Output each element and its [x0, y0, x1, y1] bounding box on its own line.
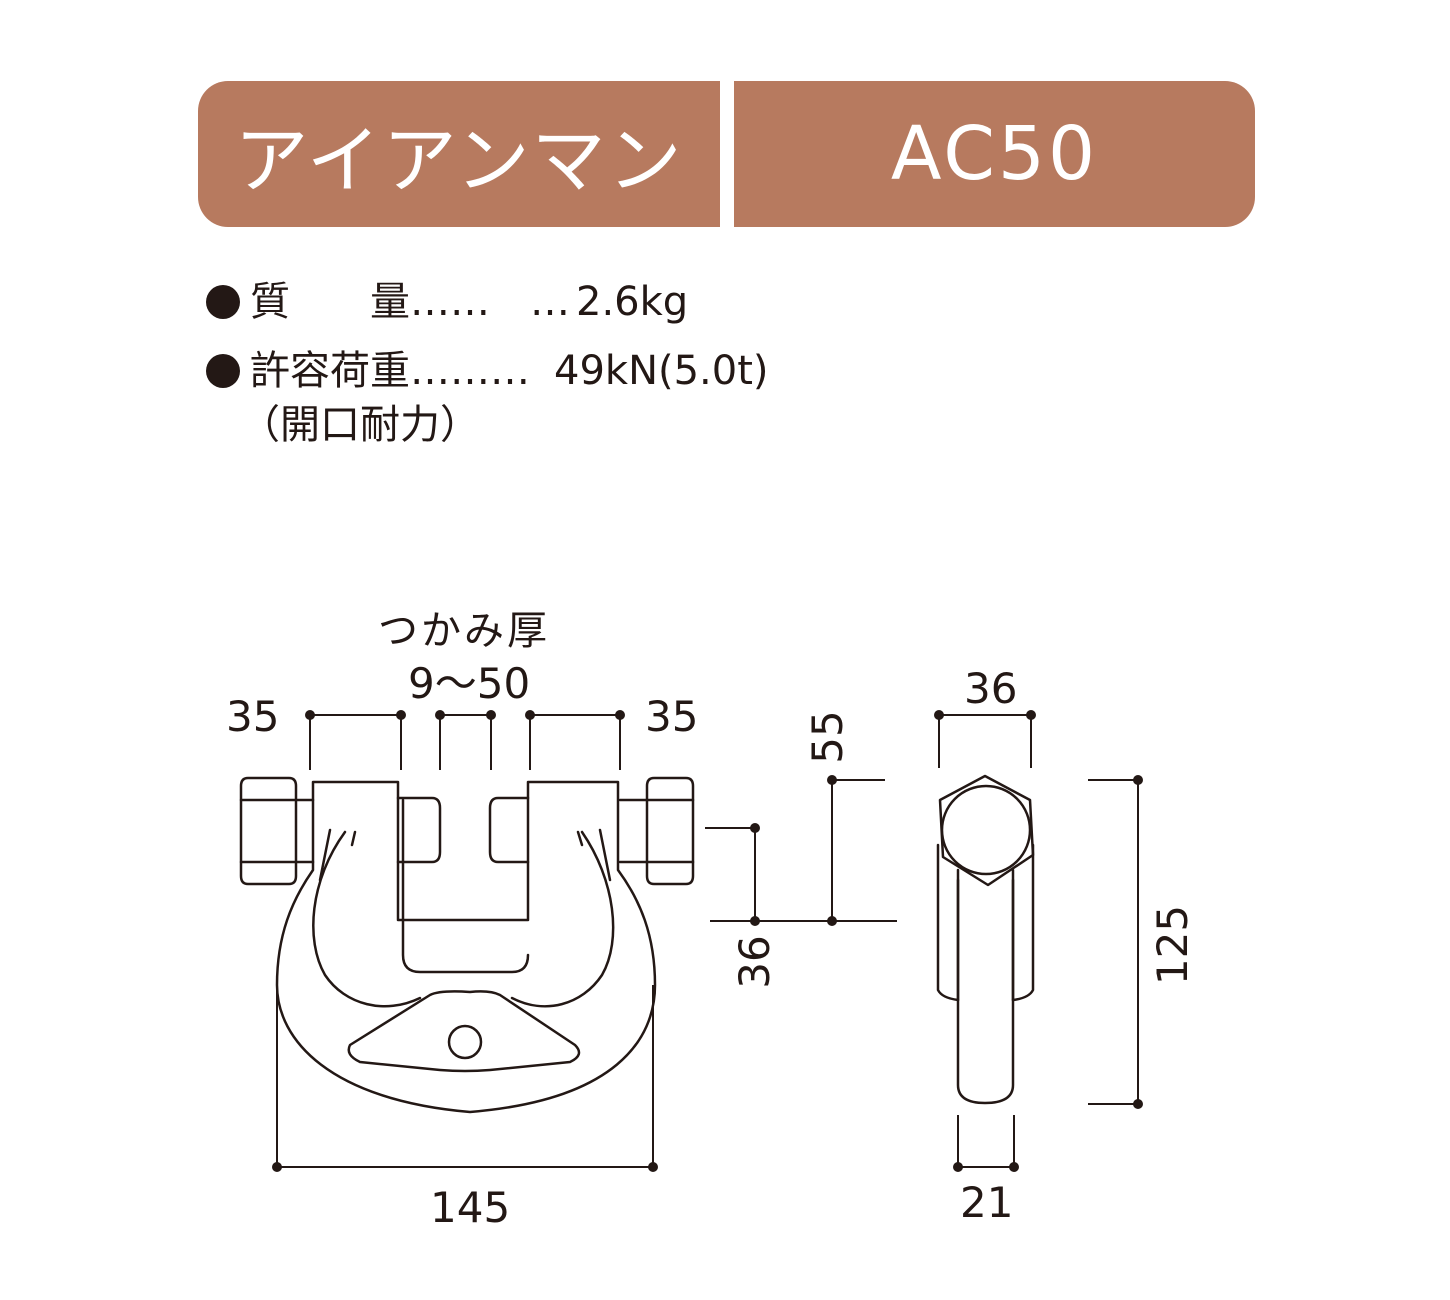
spec-mass-value: 2.6kg — [576, 279, 689, 325]
center-hole — [447, 1024, 483, 1060]
dim-145-label: 145 — [430, 1183, 511, 1232]
bullet-icon — [206, 354, 240, 388]
spec-load: 許容荷重……… 49kN(5.0t) — [206, 351, 769, 391]
spec-load-label: 許容荷重……… — [250, 348, 530, 394]
model-number: AC50 — [890, 111, 1099, 197]
product-name-banner: アイアンマン — [198, 81, 720, 227]
spec-mass: 質 量…… …2.6kg — [206, 282, 688, 322]
dim-21-label: 21 — [960, 1178, 1014, 1227]
dim-36-top-label: 36 — [964, 664, 1018, 713]
spec-mass-label: 質 量…… … — [250, 279, 570, 325]
grip-range-label: 9～50 — [408, 659, 531, 708]
spec-load-value: 49kN(5.0t) — [554, 348, 769, 394]
dim-55-label: 55 — [803, 710, 852, 763]
dim-left-35-label: 35 — [226, 692, 280, 741]
side-view-hex — [938, 774, 1035, 887]
grip-thickness-label: つかみ厚 — [378, 608, 550, 654]
dim-36-side-label: 36 — [730, 935, 779, 988]
product-name: アイアンマン — [234, 117, 684, 204]
dim-125-label: 125 — [1148, 905, 1197, 985]
bullet-icon — [206, 285, 240, 319]
dim-right-35-label: 35 — [645, 692, 699, 741]
side-view-boss — [940, 784, 1032, 876]
bottom-window — [347, 990, 581, 1073]
right-nut — [645, 776, 695, 886]
clamp-body — [275, 780, 657, 1114]
left-nut — [239, 776, 298, 886]
spec-load-note: （開口耐力） — [240, 402, 480, 448]
model-banner: AC50 — [734, 81, 1255, 227]
dimension-lines — [272, 710, 1143, 1172]
side-view-body — [956, 868, 1015, 1105]
